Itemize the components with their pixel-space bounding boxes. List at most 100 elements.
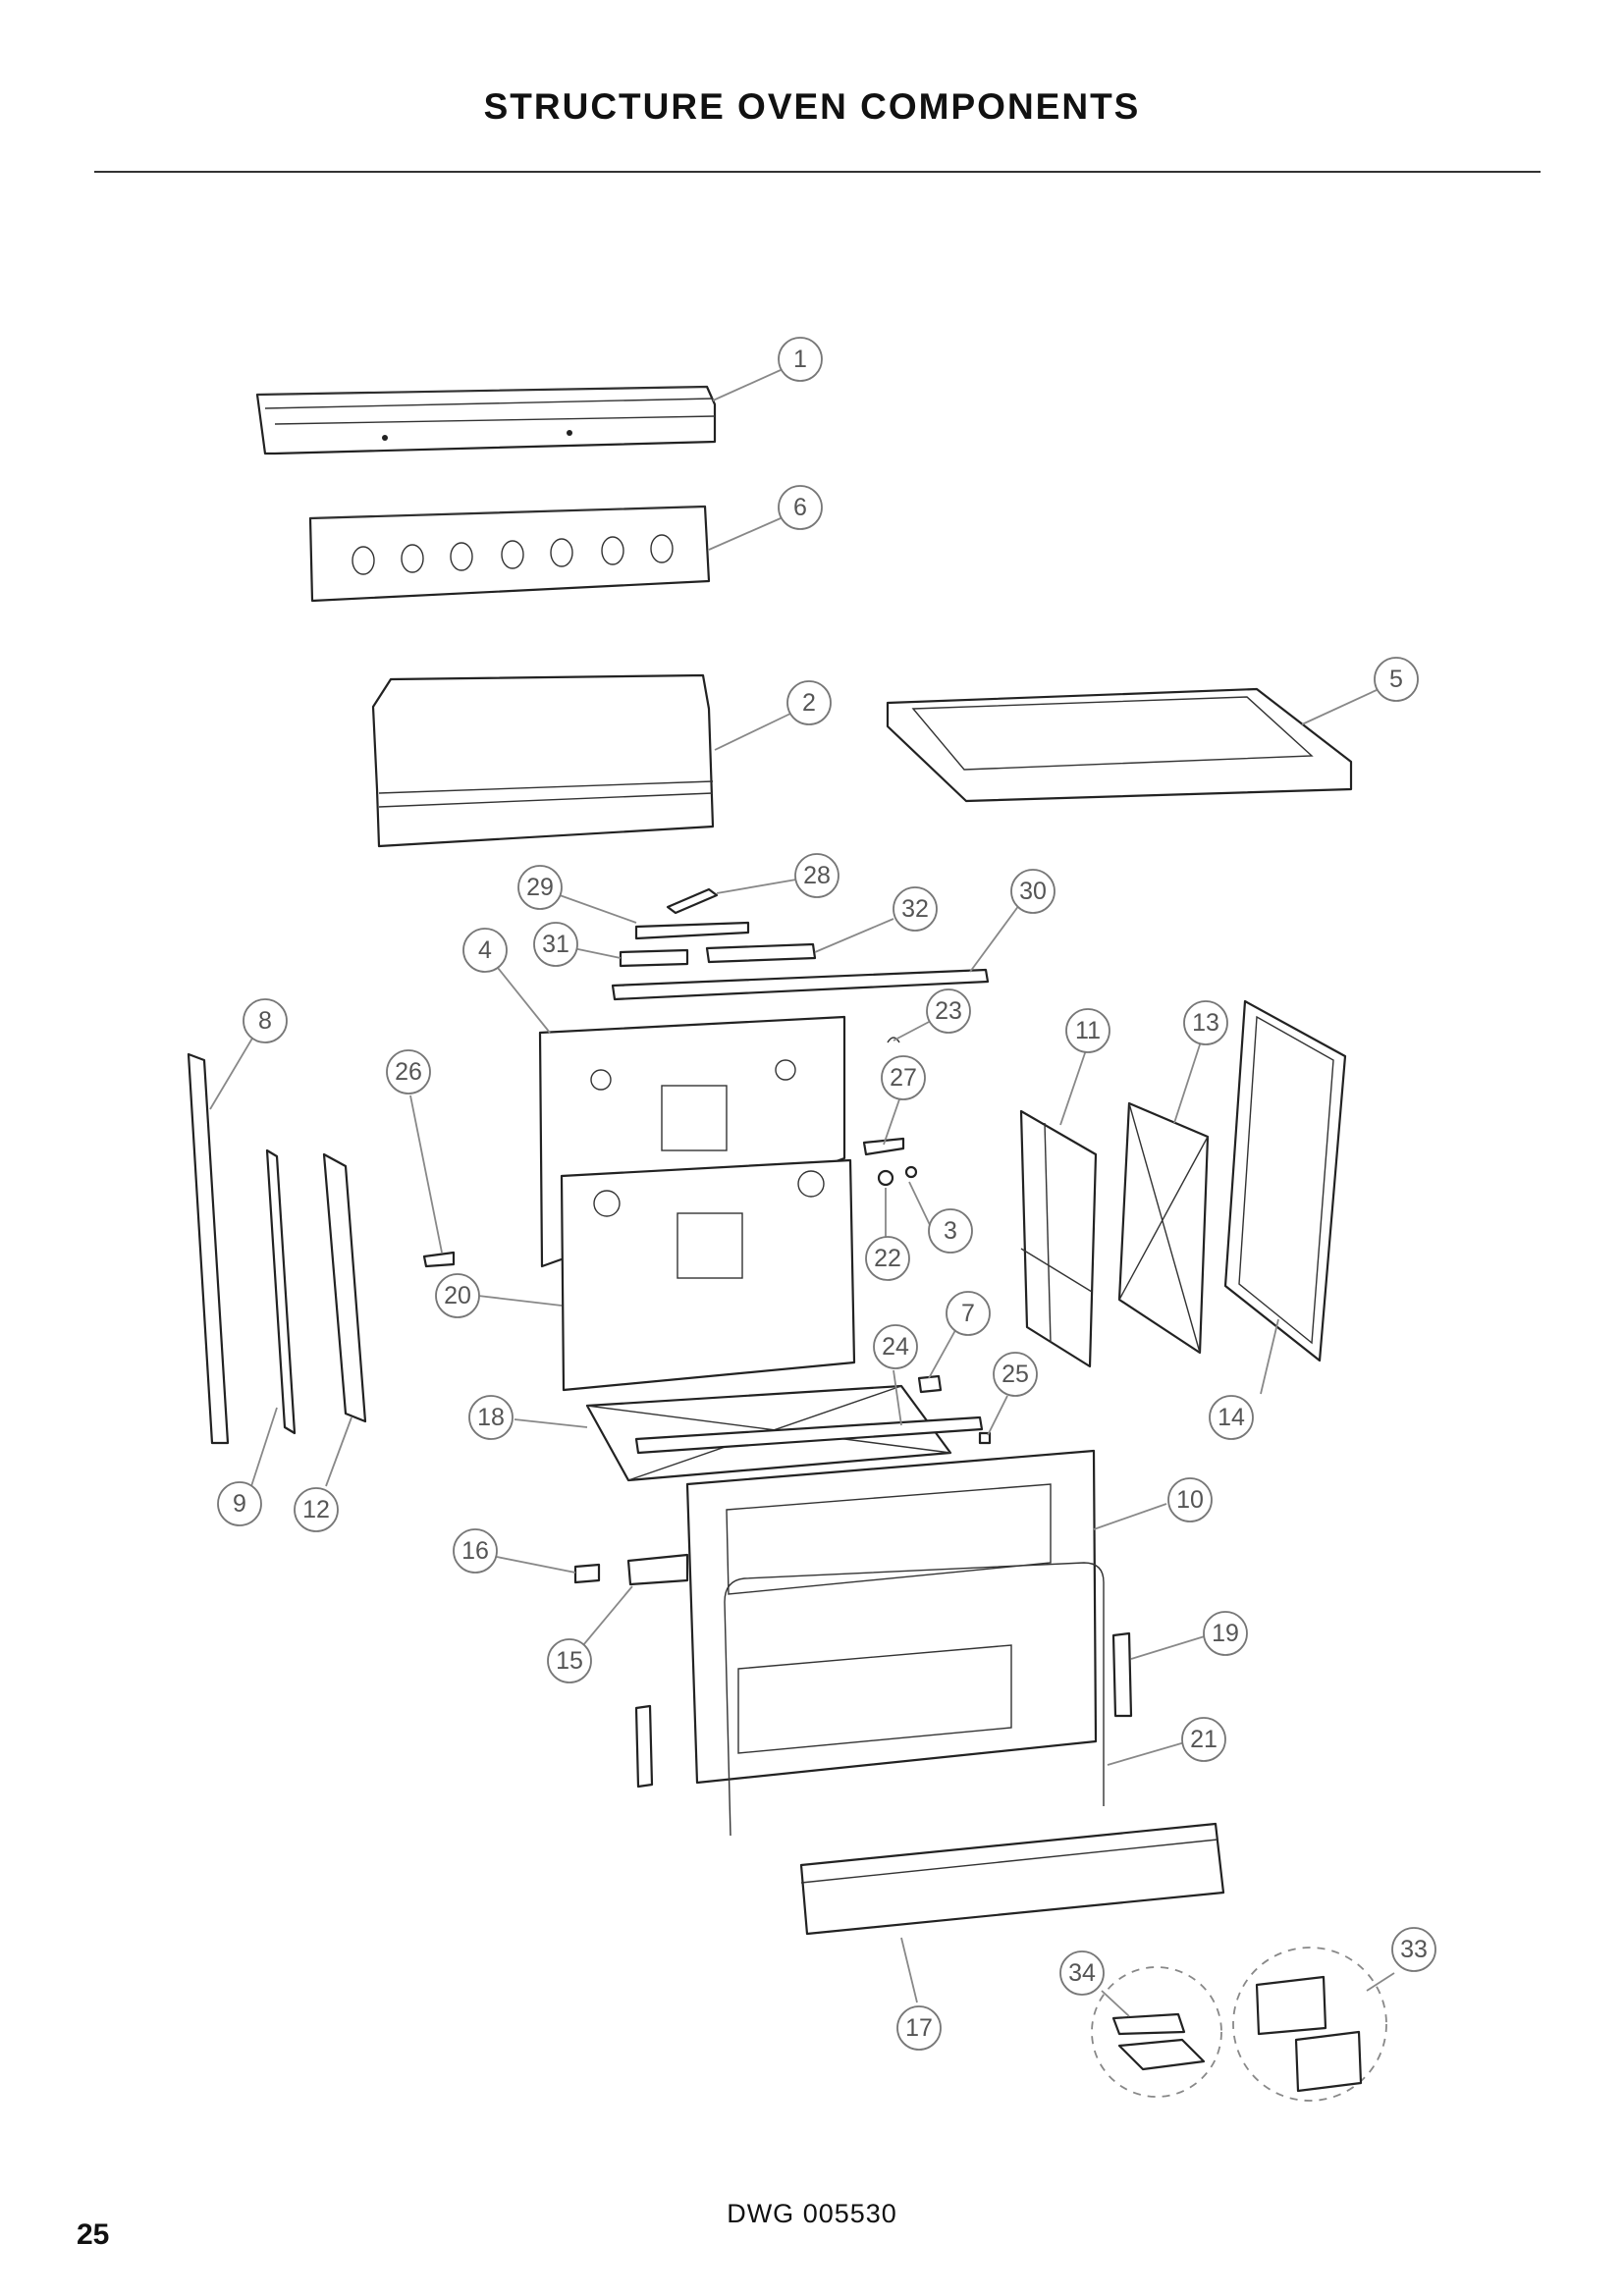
callout-20: 20 <box>435 1273 480 1318</box>
svg-text:3: 3 <box>944 1217 957 1245</box>
svg-text:4: 4 <box>478 936 492 964</box>
callout-12: 12 <box>294 1487 339 1532</box>
part-18-oven-floor <box>585 1384 984 1482</box>
svg-text:2: 2 <box>802 689 816 717</box>
callout-18: 18 <box>468 1395 514 1440</box>
part-12-side-panel <box>322 1152 367 1423</box>
part-5-cooktop-frame <box>886 687 1353 803</box>
svg-text:18: 18 <box>477 1404 505 1431</box>
svg-text:29: 29 <box>526 874 554 901</box>
callout-26: 26 <box>386 1049 431 1095</box>
part-27-bracket <box>862 1137 905 1156</box>
part-16-hinge-mount <box>573 1563 601 1584</box>
part-2-rear-panel <box>371 673 715 848</box>
svg-text:28: 28 <box>803 862 831 889</box>
svg-text:24: 24 <box>882 1333 909 1361</box>
svg-text:34: 34 <box>1068 1959 1096 1987</box>
callout-9: 9 <box>217 1481 262 1526</box>
callout-4: 4 <box>462 928 508 973</box>
svg-text:13: 13 <box>1192 1009 1219 1037</box>
svg-text:7: 7 <box>961 1300 975 1327</box>
svg-text:5: 5 <box>1389 666 1403 693</box>
page-title: STRUCTURE OVEN COMPONENTS <box>483 86 1141 127</box>
svg-text:12: 12 <box>302 1496 330 1523</box>
part-29-rail <box>634 921 750 940</box>
callout-34: 34 <box>1059 1950 1105 1996</box>
callout-5: 5 <box>1374 657 1419 702</box>
callout-8: 8 <box>243 998 288 1043</box>
part-14-outer-side-panel <box>1223 999 1347 1362</box>
part-13-insulation-panel <box>1117 1101 1210 1355</box>
part-22-knob <box>877 1169 894 1187</box>
part-19-hinge <box>1111 1631 1133 1718</box>
callout-14: 14 <box>1209 1395 1254 1440</box>
part-11-side-frame <box>1019 1109 1098 1368</box>
part-26-clip <box>422 1251 456 1268</box>
part-3-fastener <box>904 1165 918 1179</box>
part-34-brackets-detail <box>1091 1966 1222 2098</box>
svg-text:33: 33 <box>1400 1936 1428 1963</box>
part-8-side-panel <box>187 1052 230 1445</box>
part-1-top-trim <box>255 385 717 455</box>
callout-1: 1 <box>778 337 823 382</box>
svg-text:15: 15 <box>556 1647 583 1675</box>
callout-11: 11 <box>1065 1008 1110 1053</box>
svg-text:30: 30 <box>1019 878 1047 905</box>
part-6-control-panel <box>308 505 711 603</box>
callout-21: 21 <box>1181 1717 1226 1762</box>
callout-19: 19 <box>1203 1611 1248 1656</box>
callout-17: 17 <box>896 2005 942 2051</box>
callout-7: 7 <box>946 1291 991 1336</box>
svg-text:8: 8 <box>258 1007 272 1035</box>
callout-2: 2 <box>786 680 832 725</box>
page-number: 25 <box>77 2218 110 2251</box>
part-30-long-rail <box>611 968 990 1001</box>
svg-text:11: 11 <box>1075 1017 1101 1044</box>
part-21-handle-frame <box>724 1562 1105 1837</box>
svg-text:16: 16 <box>461 1537 489 1565</box>
callout-30: 30 <box>1010 869 1056 914</box>
part-23-hook <box>887 1037 900 1043</box>
svg-text:19: 19 <box>1212 1620 1239 1647</box>
svg-text:14: 14 <box>1218 1404 1245 1431</box>
svg-text:27: 27 <box>890 1064 917 1092</box>
svg-text:26: 26 <box>395 1058 422 1086</box>
callout-6: 6 <box>778 485 823 530</box>
callout-33: 33 <box>1391 1927 1436 1972</box>
svg-text:25: 25 <box>1001 1361 1029 1388</box>
part-31-rail <box>619 948 689 968</box>
title-divider <box>94 171 1541 173</box>
svg-text:21: 21 <box>1190 1726 1218 1753</box>
svg-text:22: 22 <box>874 1245 901 1272</box>
part-20-oven-cavity <box>560 1158 856 1392</box>
part-32-rail <box>705 942 817 964</box>
callout-16: 16 <box>453 1528 498 1574</box>
svg-text:17: 17 <box>905 2014 933 2042</box>
callout-10: 10 <box>1167 1477 1213 1522</box>
part-15-bracket <box>626 1553 689 1586</box>
part-33-covers-detail <box>1232 1947 1387 2102</box>
callout-23: 23 <box>926 988 971 1034</box>
part-hinge-left <box>634 1704 654 1789</box>
svg-text:1: 1 <box>793 346 807 373</box>
part-17-kick-panel <box>799 1822 1225 1936</box>
callout-28: 28 <box>794 853 839 898</box>
part-25-block <box>978 1431 992 1445</box>
callout-13: 13 <box>1183 1000 1228 1045</box>
part-28-bracket <box>666 887 719 915</box>
svg-text:23: 23 <box>935 997 962 1025</box>
callout-3: 3 <box>928 1208 973 1254</box>
callout-31: 31 <box>533 922 578 967</box>
svg-text:9: 9 <box>233 1490 246 1518</box>
callout-29: 29 <box>517 865 563 910</box>
part-7-bracket <box>917 1374 943 1394</box>
part-10-front-frame <box>685 1449 1098 1785</box>
svg-text:20: 20 <box>444 1282 471 1309</box>
callout-25: 25 <box>993 1352 1038 1397</box>
svg-text:10: 10 <box>1176 1486 1204 1514</box>
callout-22: 22 <box>865 1236 910 1281</box>
callout-24: 24 <box>873 1324 918 1369</box>
leader-lines <box>209 369 1395 2017</box>
callout-15: 15 <box>547 1638 592 1683</box>
